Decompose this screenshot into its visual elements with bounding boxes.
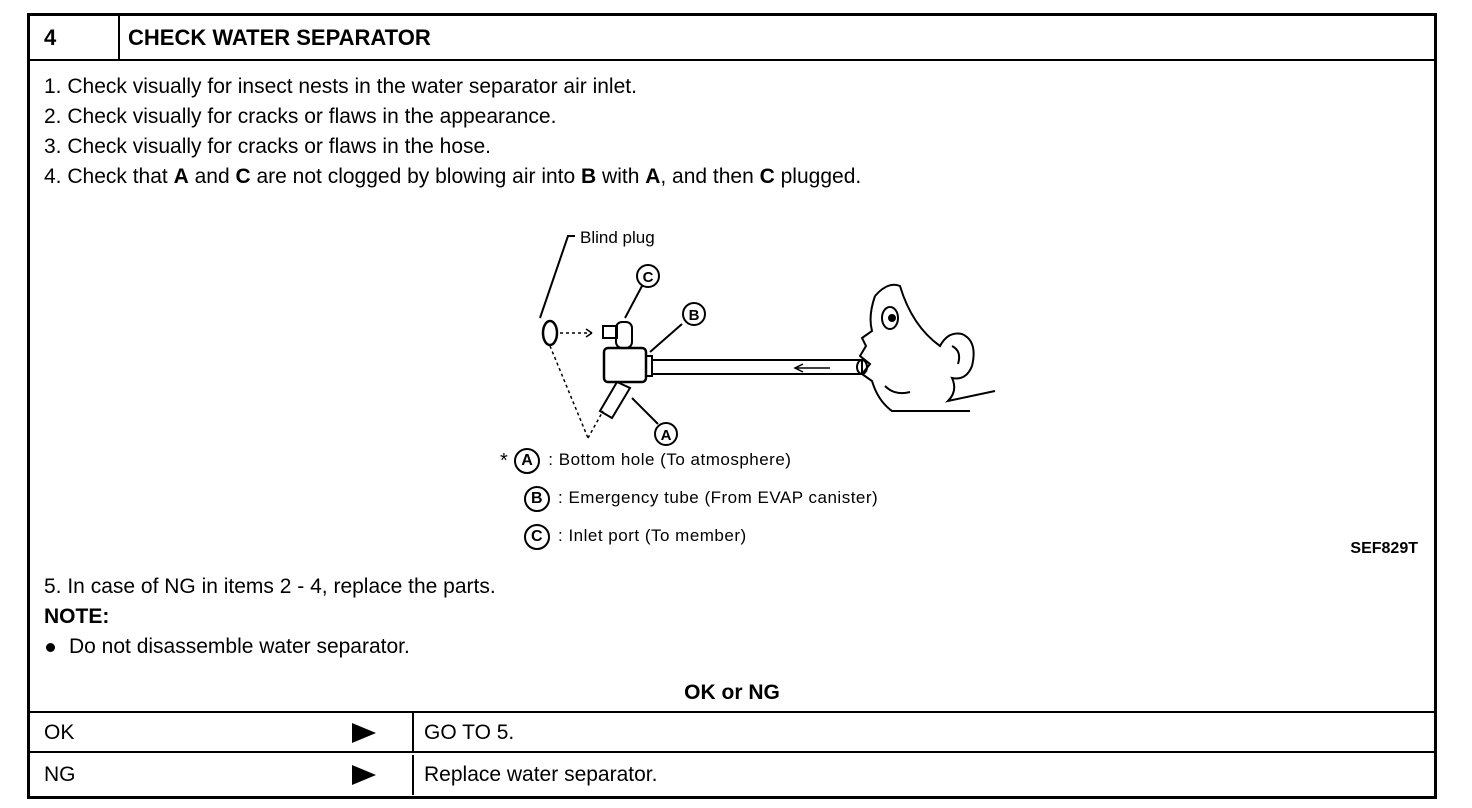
figure-code: SEF829T: [1350, 540, 1418, 557]
result-row-ng: NG Replace water separator.: [30, 755, 1434, 795]
cell-divider: [412, 755, 414, 795]
step-text: 4. Check that: [44, 165, 174, 188]
step-number: 4: [30, 16, 120, 59]
step-title: CHECK WATER SEPARATOR: [128, 25, 431, 50]
asterisk-mark: *: [500, 449, 509, 472]
legend-letter: B: [524, 485, 550, 512]
step-text: are not clogged by blowing air into: [250, 165, 582, 188]
water-separator-diagram: Blind plug C B A: [539, 228, 996, 446]
legend-text: : Bottom hole (To atmosphere): [548, 450, 792, 469]
step-text: 1. Check visually for insect nests in th…: [44, 75, 637, 98]
note-item: Do not disassemble water separator.: [44, 632, 496, 662]
step-text: and: [188, 165, 236, 188]
legend-item-a: *A : Bottom hole (To atmosphere): [500, 446, 791, 474]
note-label: NOTE:: [44, 605, 110, 628]
step-text: with: [596, 165, 646, 188]
callout-b: B: [689, 307, 700, 324]
instruction-step: 2. Check visually for cracks or flaws in…: [44, 102, 861, 132]
part-letter: A: [173, 165, 189, 188]
step-text: plugged.: [774, 165, 862, 188]
result-row-ok: OK GO TO 5.: [30, 713, 1434, 753]
result-key: OK: [44, 721, 75, 744]
result-action: GO TO 5.: [424, 721, 515, 744]
step-text: 3. Check visually for cracks or flaws in…: [44, 135, 492, 158]
step-five: 5. In case of NG in items 2 - 4, replace…: [44, 575, 496, 598]
instruction-step: 1. Check visually for insect nests in th…: [44, 72, 861, 102]
legend-text: : Inlet port (To member): [558, 526, 747, 545]
callout-c: C: [643, 269, 654, 286]
part-letter: B: [581, 165, 597, 188]
instruction-step: 4. Check that A and C are not clogged by…: [44, 162, 861, 192]
legend-item-c: C : Inlet port (To member): [524, 522, 747, 550]
part-letter: A: [645, 165, 661, 188]
step-text: , and then: [660, 165, 760, 188]
part-letter: C: [759, 165, 775, 188]
step-text: 2. Check visually for cracks or flaws in…: [44, 105, 557, 128]
step-header: 4 CHECK WATER SEPARATOR: [30, 16, 1434, 61]
blind-plug-label: Blind plug: [580, 228, 655, 247]
instruction-list: 1. Check visually for insect nests in th…: [44, 72, 861, 192]
procedure-box: 4 CHECK WATER SEPARATOR 1. Check visuall…: [27, 13, 1437, 799]
result-action: Replace water separator.: [424, 763, 658, 786]
legend-letter: A: [514, 447, 541, 474]
arrow-right-icon: [352, 765, 376, 785]
instruction-step: 3. Check visually for cracks or flaws in…: [44, 132, 861, 162]
legend-letter: C: [524, 523, 550, 550]
legend-item-b: B : Emergency tube (From EVAP canister): [524, 484, 878, 512]
callout-a: A: [661, 427, 672, 444]
cell-divider: [412, 713, 414, 751]
result-key: NG: [44, 763, 76, 786]
part-letter: C: [235, 165, 251, 188]
result-header: OK or NG: [30, 673, 1434, 713]
post-check-notes: 5. In case of NG in items 2 - 4, replace…: [44, 572, 496, 662]
arrow-right-icon: [352, 723, 376, 743]
legend-text: : Emergency tube (From EVAP canister): [558, 488, 879, 507]
bullet-icon: [46, 642, 55, 652]
